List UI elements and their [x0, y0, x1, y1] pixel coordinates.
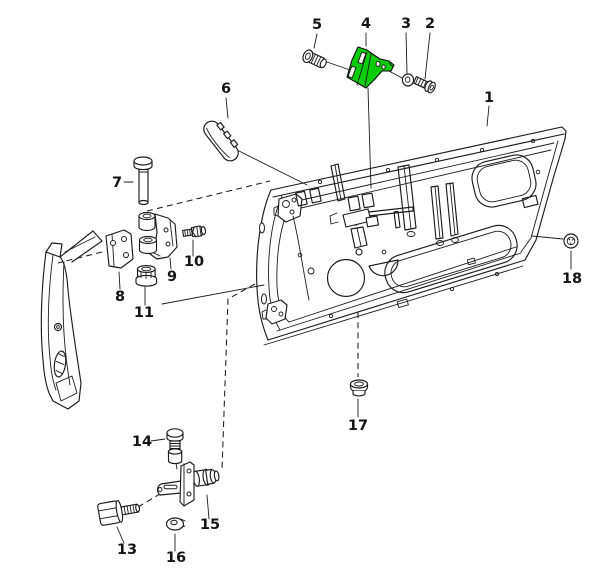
part-label-9[interactable]: 9 — [167, 269, 177, 285]
part-9-door-hinge[interactable] — [138, 211, 178, 260]
part-16-lock-washer[interactable] — [165, 517, 186, 531]
part-label-6[interactable]: 6 — [221, 81, 231, 97]
part-14-stop-pin[interactable] — [166, 428, 184, 465]
door-upper-hinge-mount — [273, 193, 303, 223]
part-10-bolt[interactable] — [182, 225, 207, 238]
part-labels: 1 2 3 4 5 6 7 8 9 10 11 13 14 15 16 17 1… — [112, 16, 582, 566]
part-4-bracket-highlighted[interactable] — [346, 46, 395, 89]
part-label-2[interactable]: 2 — [425, 16, 435, 32]
part-label-18[interactable]: 18 — [562, 271, 582, 287]
part-17-grommet[interactable] — [349, 379, 369, 397]
part-label-17[interactable]: 17 — [348, 418, 368, 434]
part-label-4[interactable]: 4 — [361, 16, 371, 32]
part-18-nut[interactable] — [563, 233, 579, 249]
door-speaker-hole — [326, 258, 366, 298]
door-fastener-holes — [297, 138, 541, 319]
part-6-pad[interactable] — [201, 116, 244, 164]
part-label-8[interactable]: 8 — [115, 289, 125, 305]
part-5-screw[interactable] — [301, 48, 328, 70]
part-label-13[interactable]: 13 — [117, 542, 137, 558]
part-15-door-check[interactable] — [156, 461, 220, 507]
part-13-hex-bolt[interactable] — [97, 497, 141, 526]
part-11-bushing[interactable] — [135, 265, 158, 287]
part-1-door-shell[interactable] — [256, 126, 567, 346]
body-hinge-pillar — [40, 230, 103, 410]
part-7-hinge-pin[interactable] — [133, 156, 153, 206]
part-3-washer[interactable] — [401, 73, 415, 87]
part-label-5[interactable]: 5 — [312, 17, 322, 33]
door-upper-opening — [471, 154, 537, 208]
part-label-10[interactable]: 10 — [184, 254, 204, 270]
part-label-16[interactable]: 16 — [166, 550, 186, 566]
leader-lines — [57, 32, 572, 552]
part-label-1[interactable]: 1 — [484, 90, 494, 106]
part-8-shim-plate[interactable] — [105, 229, 134, 269]
part-label-14[interactable]: 14 — [132, 434, 152, 450]
part-label-11[interactable]: 11 — [134, 305, 154, 321]
door-lower-hinge-mount — [261, 299, 288, 325]
part-2-screw[interactable] — [412, 75, 437, 94]
part-label-7[interactable]: 7 — [112, 175, 122, 191]
part-label-3[interactable]: 3 — [401, 16, 411, 32]
door-lower-opening — [384, 224, 518, 294]
door-halfmoon-recess — [368, 259, 399, 277]
part-label-15[interactable]: 15 — [200, 517, 220, 533]
door-inner-mechanism — [292, 163, 459, 301]
